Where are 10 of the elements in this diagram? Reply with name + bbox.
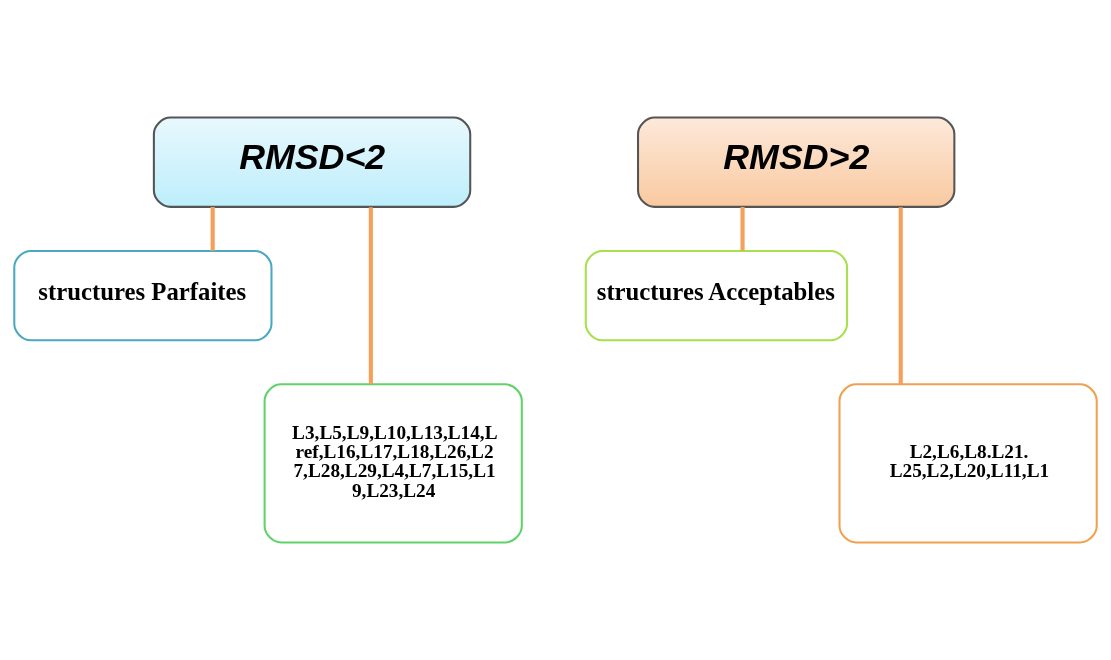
node-box: RMSD>2 bbox=[637, 116, 956, 208]
connector bbox=[210, 207, 215, 251]
connector bbox=[898, 207, 903, 384]
node-box: L3,L5,L9,L10,L13,L14,Lref,L16,L17,L18,L26,L27,L28,L29,L4,L7,L15,L19,L23,L24 bbox=[263, 383, 523, 544]
node-box: L2,L6,L8.L21. L25,L2,L20,L11,L1 bbox=[838, 383, 1098, 544]
connector bbox=[740, 207, 745, 251]
node-box: structures Parfaites bbox=[13, 249, 273, 342]
node-box: structures Acceptables bbox=[584, 249, 849, 342]
connector bbox=[368, 207, 373, 384]
node-box: RMSD<2 bbox=[152, 116, 472, 208]
